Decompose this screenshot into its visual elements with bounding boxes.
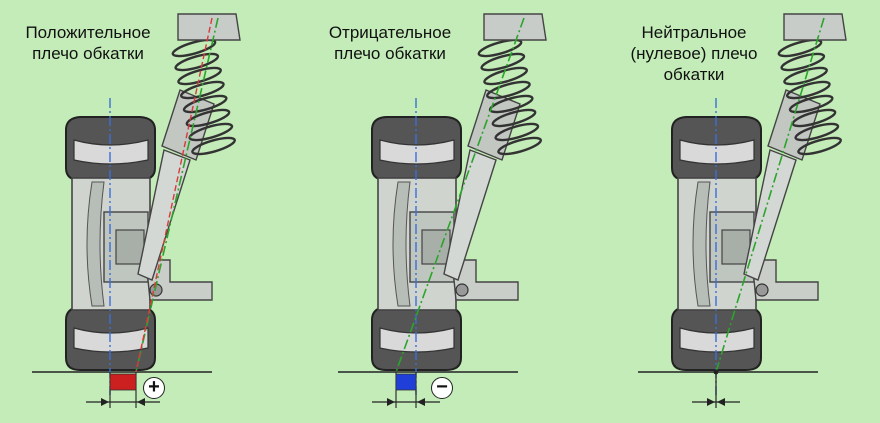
wheel-view-neutral [638,13,847,408]
neutral-offset-label: Нейтральное (нулевое) плечо обкатки [614,22,774,85]
neutral-label-line1: Нейтральное [641,23,747,42]
spring-coil [794,122,840,142]
hub-flange [115,229,145,265]
ball-joint [455,283,469,297]
spring-coil [182,94,228,114]
spring-coil [171,38,217,58]
offset-marker [395,373,417,391]
spring-coil [797,136,843,156]
dimension-arrow [137,398,145,406]
rim-profile [392,181,411,307]
spring-coil [497,136,543,156]
tire-bottom-tread [379,327,455,353]
wheel-view-negative [338,13,547,408]
tire-bottom-tread [679,327,755,353]
spring-coil [783,66,829,86]
tire-bottom-tread [73,327,149,353]
offset-axis [135,17,213,373]
positive-label-line1: Положительное [25,23,151,42]
spring-coil [491,108,537,128]
strut-tube [743,149,797,281]
spring-coil [483,66,529,86]
positive-offset-label: Положительное плечо обкатки [8,22,168,64]
neutral-label-line3: обкатки [663,65,725,84]
spring-coil [185,108,231,128]
spring-coil [477,38,523,58]
dimension-arrow [101,398,109,406]
plus-sign-icon: + [143,377,165,399]
negative-offset-label: Отрицательное плечо обкатки [310,22,470,64]
spring-coil [174,52,220,72]
contact-point [713,369,719,375]
spring-coil [480,52,526,72]
steering-axis [715,17,825,373]
tire-top-tread [679,139,755,165]
top-mount [783,13,847,41]
rim-profile [692,181,711,307]
steering-axis [135,17,219,373]
spring-coil [485,80,531,100]
dimension-arrow [717,398,725,406]
spring-coil [177,66,223,86]
positive-label-line2: плечо обкатки [32,44,144,63]
top-mount [177,13,241,41]
spring-coil [494,122,540,142]
tire-top-tread [73,139,149,165]
neutral-label-line2: (нулевое) плечо [630,44,758,63]
negative-label-line1: Отрицательное [328,23,452,42]
strut-tube [137,149,191,281]
spring-coil [179,80,225,100]
hub-flange [721,229,751,265]
minus-sign-icon: − [431,377,453,399]
spring-coil [191,136,237,156]
negative-label-line2: плечо обкатки [334,44,446,63]
wheel-view-positive [32,13,241,408]
spring-coil [785,80,831,100]
strut-tube [443,149,497,281]
tire-top-tread [379,139,455,165]
offset-marker [109,373,137,391]
top-mount [483,13,547,41]
rim-profile [86,181,105,307]
spring-coil [791,108,837,128]
dimension-arrow [417,398,425,406]
dimension-arrow [707,398,715,406]
ball-joint [755,283,769,297]
steering-axis [395,17,525,373]
spring-coil [788,94,834,114]
dimension-arrow [387,398,395,406]
spring-coil [777,38,823,58]
spring-coil [188,122,234,142]
spring-coil [780,52,826,72]
